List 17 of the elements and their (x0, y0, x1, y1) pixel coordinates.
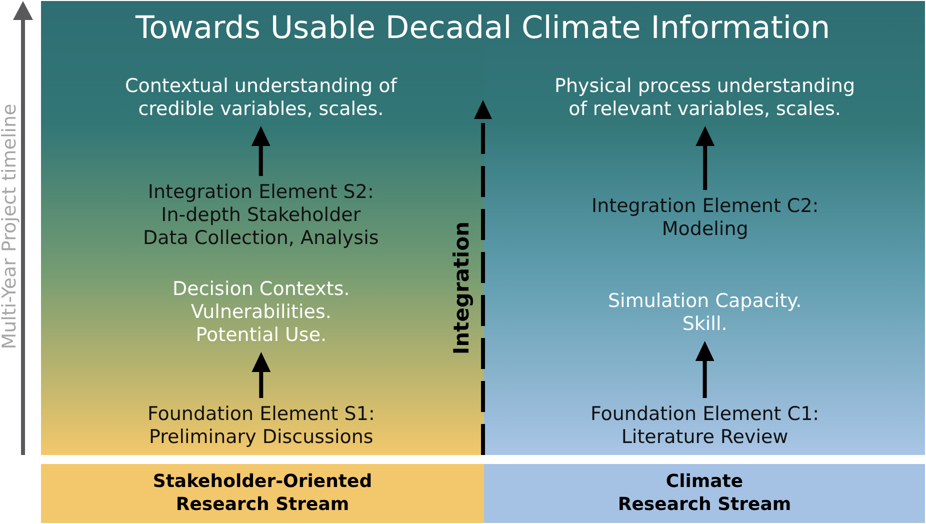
element-text: Integration Element C2: Modeling (592, 195, 819, 241)
outcome-text: Contextual understanding of credible variables, scales. (125, 75, 397, 121)
stream-band: Stakeholder-Oriented Research Stream (41, 464, 484, 523)
element-text: Foundation Element C1: Literature Review (590, 403, 820, 449)
outcome-text: Physical process understanding of relevant variables, scales. (554, 75, 856, 121)
stream-band: Climate Research Stream (484, 464, 925, 523)
arrow (695, 341, 714, 398)
arrow (252, 352, 271, 398)
integration-label: Integration (449, 221, 474, 355)
diagram-title: Towards Usable Decadal Climate Information (136, 10, 830, 46)
outcome-text: Simulation Capacity. Skill. (608, 290, 802, 336)
arrow (251, 126, 270, 176)
timeline-label: Multi-Year Project timeline (0, 103, 20, 349)
arrow (696, 126, 715, 190)
element-text: Integration Element S2: In-depth Stakeholder Data Collection, Analysis (143, 181, 379, 250)
outcome-text: Decision Contexts. Vulnerabilities. Potential Use. (172, 278, 350, 347)
element-text: Foundation Element S1: Preliminary Discussions (148, 403, 375, 449)
